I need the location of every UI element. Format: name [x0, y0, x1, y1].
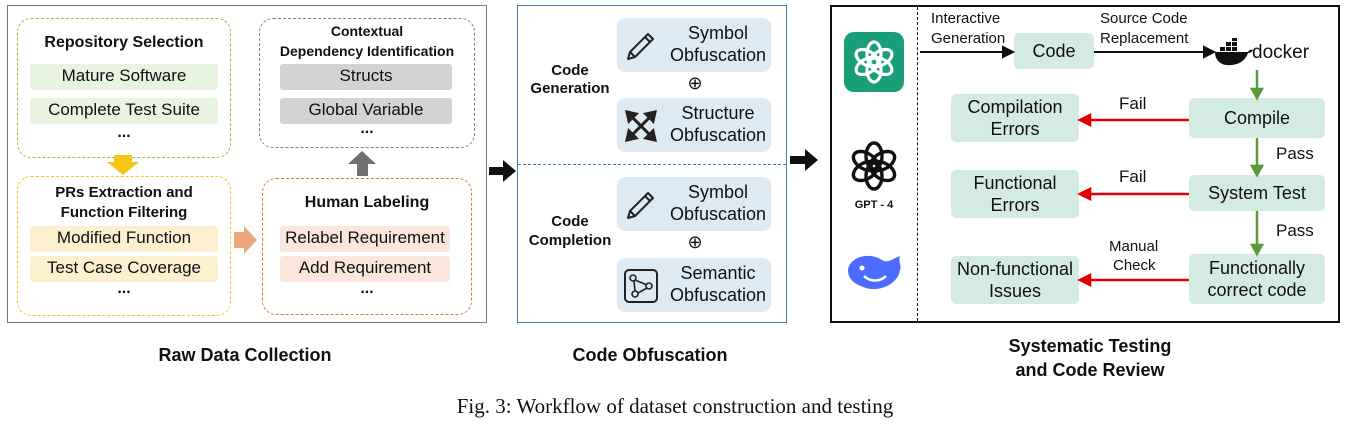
- repository-selection-title: Repository Selection: [44, 34, 204, 51]
- manual-check-label-2: Check: [1113, 257, 1156, 274]
- panel2-to-panel3-arrow: [790, 149, 818, 171]
- network-icon: [624, 269, 658, 303]
- testing-divider: [917, 7, 918, 321]
- prs-extraction-box: [17, 176, 231, 316]
- systematic-testing-panel: [830, 5, 1340, 323]
- prs-extraction-title-2: Function Filtering: [60, 204, 188, 221]
- interactive-generation-label-1: Interactive: [931, 10, 1001, 27]
- nonfunctional-issues-node: Non-functional Issues: [951, 256, 1079, 304]
- human-item-add: Add Requirement: [280, 256, 450, 282]
- fail-label-compile: Fail: [1119, 94, 1147, 113]
- code-generation-label-1: Code: [551, 62, 589, 79]
- context-ellipsis: ...: [360, 120, 374, 137]
- pass-label-compile: Pass: [1276, 144, 1314, 163]
- openai-knot-black-icon: [851, 141, 897, 191]
- raw-data-panel: [7, 5, 487, 323]
- source-replacement-label-1: Source Code: [1100, 10, 1188, 27]
- docker-whale-icon: [1215, 38, 1253, 66]
- nonfunctional-label-1: Non-functional: [956, 259, 1074, 279]
- openai-logo: [844, 32, 904, 92]
- repo-item-complete-test-suite: Complete Test Suite: [30, 98, 218, 124]
- human-ellipsis: ...: [360, 280, 374, 297]
- gen-structure-obfuscation: Structure Obfuscation: [617, 98, 771, 152]
- comp-symbol-label-2: Obfuscation: [669, 204, 767, 224]
- docker-logo: docker: [1214, 38, 1334, 70]
- comp-semantic-label-1: Semantic: [680, 263, 756, 283]
- context-item-structs: Structs: [280, 64, 452, 90]
- systematic-testing-caption-2: and Code Review: [1015, 360, 1165, 380]
- repo-ellipsis: ...: [117, 124, 131, 141]
- figure-caption: Fig. 3: Workflow of dataset construction…: [456, 394, 894, 418]
- interactive-generation-label-2: Generation: [931, 30, 1006, 47]
- compilation-errors-label-2: Errors: [990, 119, 1040, 139]
- fail-label-system-test: Fail: [1119, 167, 1147, 186]
- nonfunctional-label-2: Issues: [988, 281, 1042, 301]
- code-node: Code: [1014, 33, 1094, 69]
- source-replacement-label-2: Replacement: [1100, 30, 1189, 47]
- context-item-global-variable: Global Variable: [280, 98, 452, 124]
- functionally-correct-label-2: correct code: [1207, 280, 1307, 300]
- yellow-down-arrow: [107, 155, 139, 175]
- code-completion-label-1: Code: [551, 213, 589, 230]
- gen-oplus: ⊕: [687, 73, 703, 93]
- functional-errors-label-1: Functional: [973, 173, 1057, 193]
- comp-symbol-label-1: Symbol: [687, 182, 749, 202]
- code-obfuscation-caption: Code Obfuscation: [572, 345, 728, 365]
- system-test-node: System Test: [1189, 175, 1325, 211]
- openai-knot-icon: [854, 40, 894, 84]
- functional-errors-node: Functional Errors: [951, 170, 1079, 218]
- pass-label-system-test: Pass: [1276, 221, 1314, 240]
- whale-icon: [848, 255, 901, 290]
- deepseek-logo: [844, 248, 906, 296]
- gen-structure-label-1: Structure: [681, 103, 755, 123]
- obfuscation-divider: [518, 164, 786, 165]
- systematic-testing-caption-1: Systematic Testing: [1008, 336, 1172, 356]
- comp-semantic-obfuscation: Semantic Obfuscation: [617, 258, 771, 312]
- gen-symbol-obfuscation: Symbol Obfuscation: [617, 18, 771, 72]
- code-obfuscation-panel: [517, 5, 787, 323]
- repo-item-mature-software: Mature Software: [30, 64, 218, 90]
- prs-ellipsis: ...: [117, 280, 131, 297]
- gen-symbol-label-2: Obfuscation: [669, 45, 767, 65]
- gen-symbol-label-1: Symbol: [687, 23, 749, 43]
- pencil-icon: [627, 192, 654, 219]
- comp-symbol-obfuscation: Symbol Obfuscation: [617, 177, 771, 231]
- functionally-correct-label-1: Functionally: [1208, 258, 1306, 278]
- compilation-errors-label-1: Compilation: [967, 97, 1063, 117]
- human-labeling-title: Human Labeling: [304, 194, 430, 211]
- gen-structure-label-2: Obfuscation: [669, 125, 767, 145]
- human-labeling-box: [262, 178, 472, 315]
- raw-data-caption: Raw Data Collection: [158, 345, 332, 365]
- docker-wordmark: docker: [1252, 42, 1310, 63]
- prs-extraction-title-1: PRs Extraction and: [55, 184, 193, 201]
- compilation-errors-node: Compilation Errors: [951, 94, 1079, 142]
- functional-errors-label-2: Errors: [990, 195, 1040, 215]
- contextual-dependency-box: [259, 18, 475, 148]
- pencil-icon: [627, 33, 654, 60]
- functionally-correct-node: Functionally correct code: [1189, 254, 1325, 304]
- human-item-relabel: Relabel Requirement: [280, 226, 450, 252]
- manual-check-label-1: Manual: [1109, 238, 1159, 255]
- comp-semantic-label-2: Obfuscation: [669, 285, 767, 305]
- contextual-dependency-title-2: Dependency Identification: [279, 43, 455, 59]
- panel1-to-panel2-arrow: [489, 160, 516, 182]
- orange-right-arrow: [234, 226, 257, 254]
- prs-item-modified-function: Modified Function: [30, 226, 218, 252]
- code-generation-label-2: Generation: [530, 80, 610, 97]
- compile-node: Compile: [1189, 98, 1325, 138]
- code-completion-label-2: Completion: [528, 232, 612, 249]
- comp-oplus: ⊕: [687, 232, 703, 252]
- gray-up-arrow: [348, 151, 376, 176]
- gpt4-label: GPT - 4: [854, 199, 894, 211]
- prs-item-test-case-coverage: Test Case Coverage: [30, 256, 218, 282]
- arrows-expand-icon: [625, 110, 657, 142]
- contextual-dependency-title-1: Contextual: [330, 23, 404, 39]
- gpt4-logo: [844, 136, 904, 196]
